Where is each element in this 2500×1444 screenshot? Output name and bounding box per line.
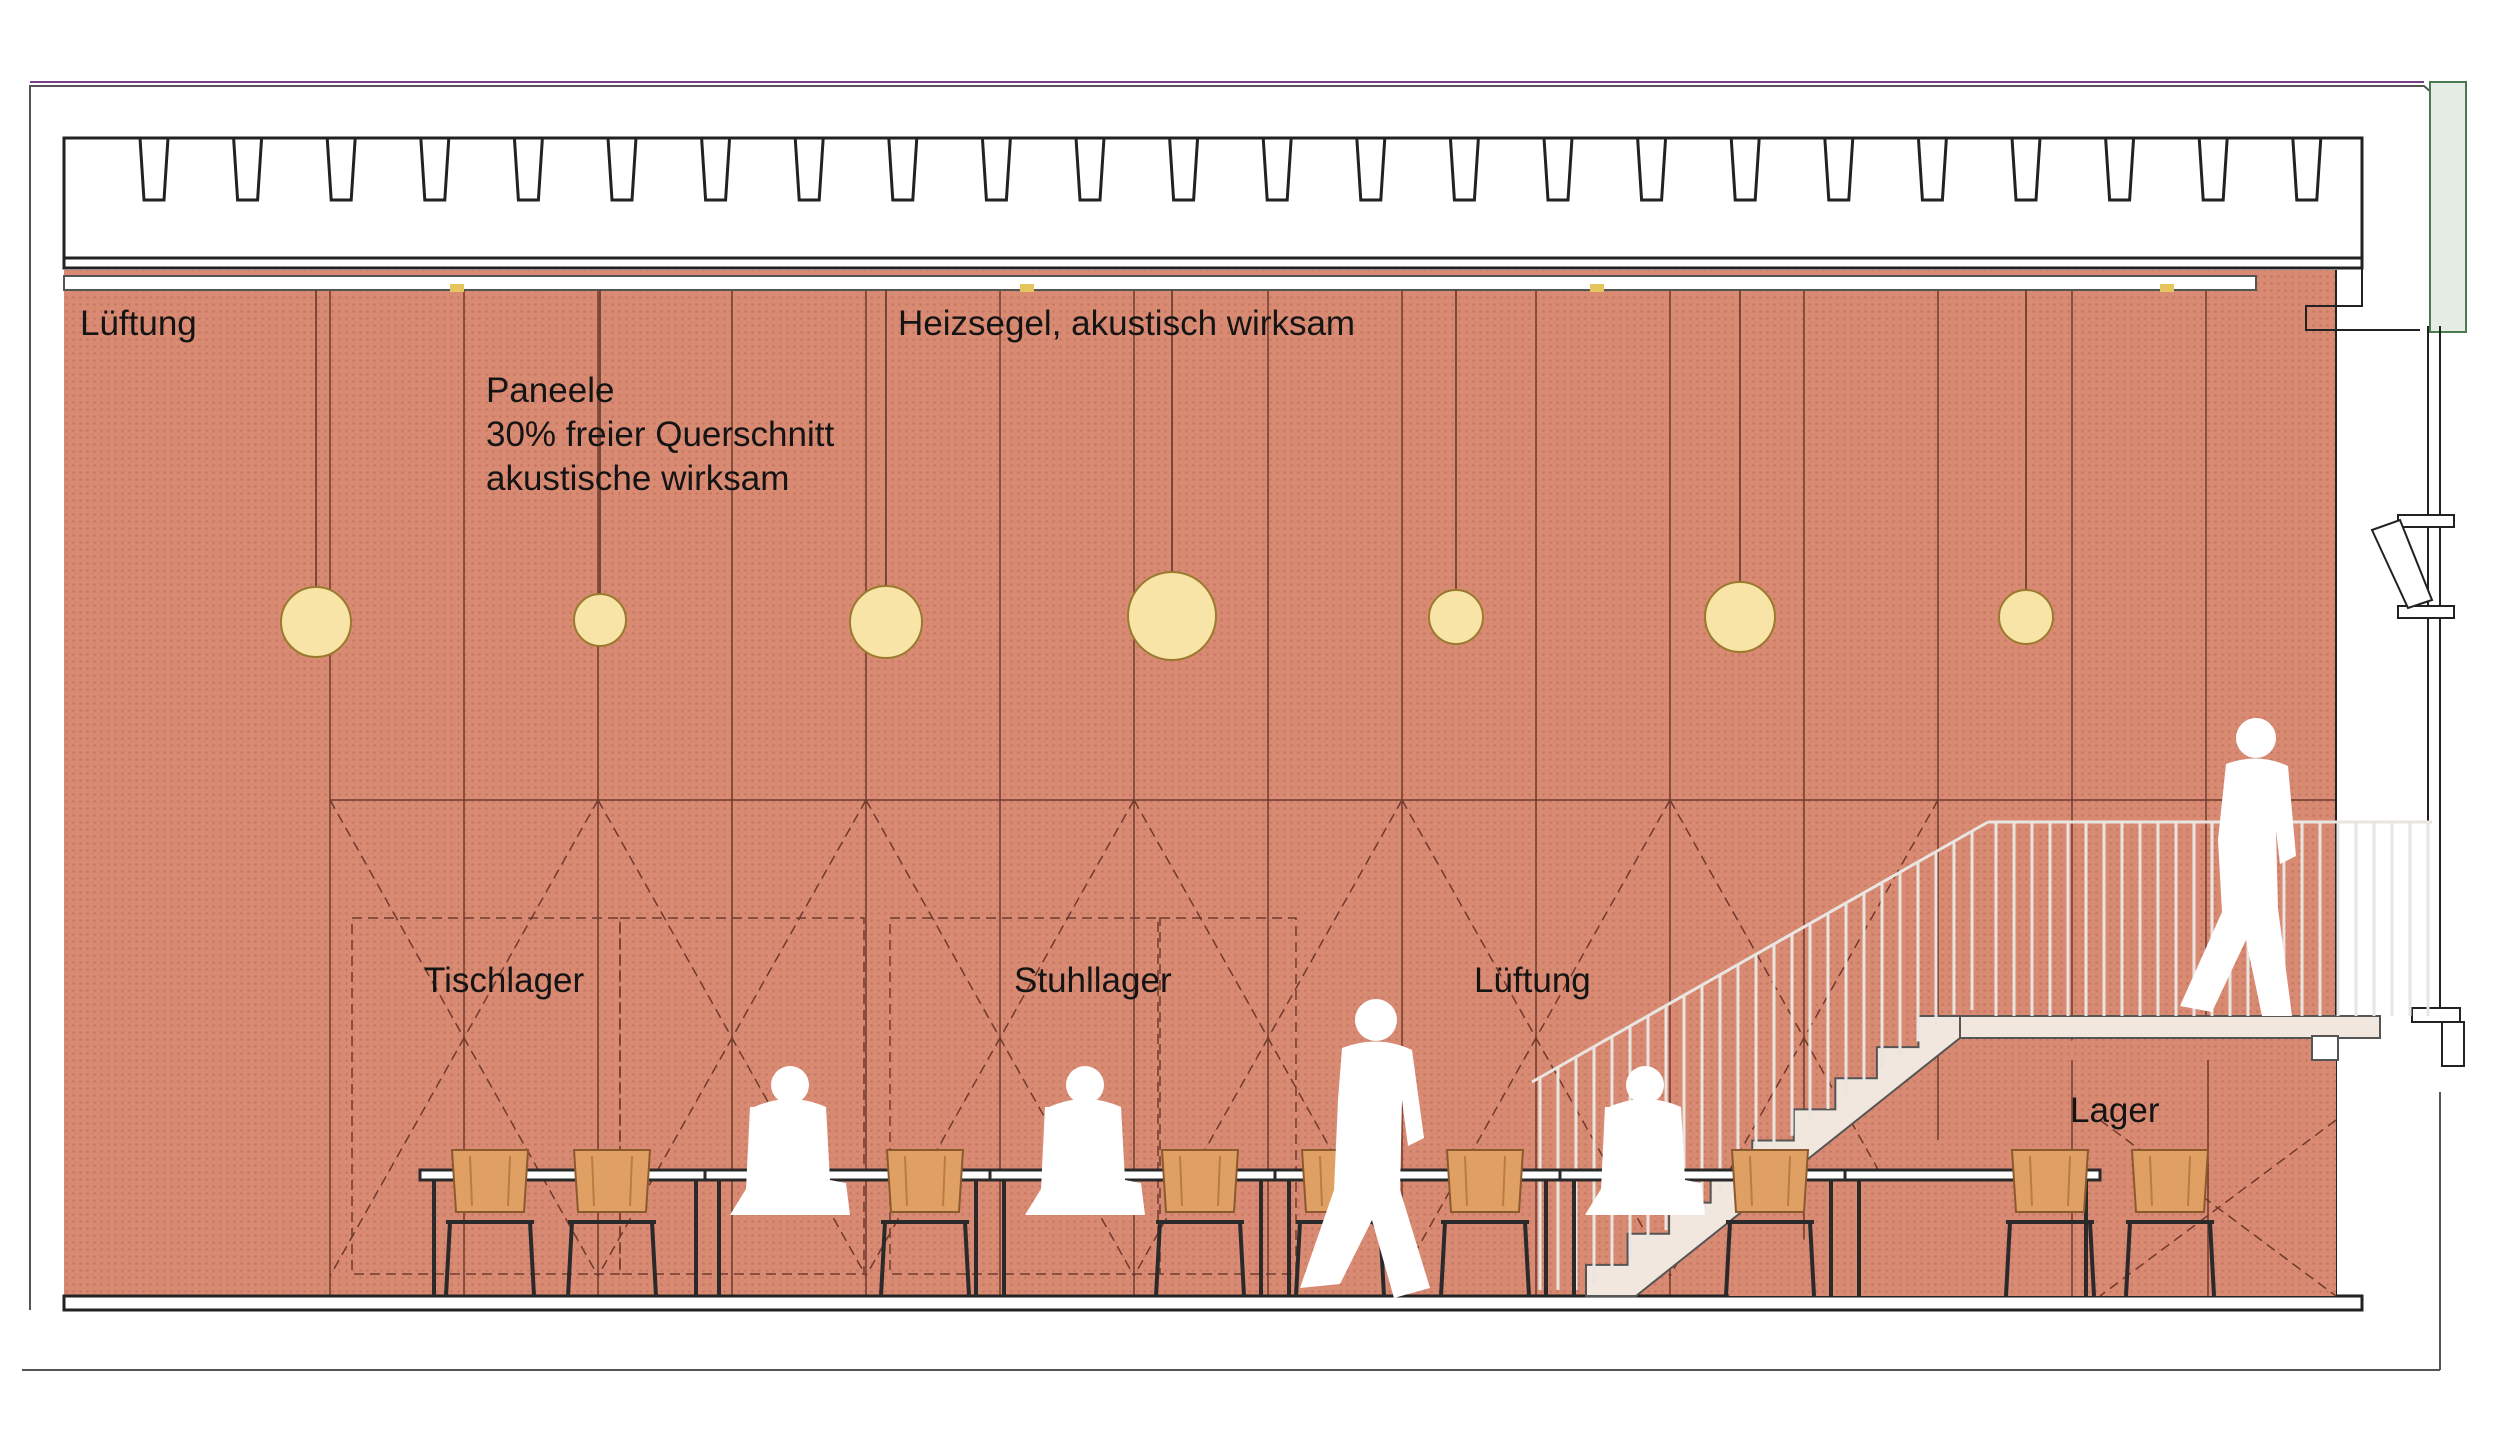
label-chair-storage: Stuhllager [1014,961,1172,1000]
storage-door-outline [889,917,1159,1275]
table-top [1843,1168,2102,1182]
person-seated-1 [730,1066,850,1215]
chair-icon [1439,1149,1531,1297]
label-storage: Lager [2070,1091,2160,1130]
chair-icon [2124,1149,2216,1297]
chair-icon [2004,1149,2096,1297]
chair-icon [1724,1149,1816,1297]
person-walking-gallery [2180,718,2296,1016]
label-ventilation-top: Lüftung [80,304,197,343]
annotations: Lüftung Heizsegel, akustisch wirksam Pan… [80,304,2160,1130]
door-swing-line [1401,799,1671,1277]
pendant-lamp-icon [573,593,627,647]
storage-door-outline [351,917,621,1275]
people [730,718,2296,1298]
label-heating-sail: Heizsegel, akustisch wirksam [898,304,1355,343]
pendant-lamp-icon [280,586,352,658]
folding-tables [418,1168,2102,1296]
storage-door-outline [1159,917,1297,1275]
chair-icon [566,1149,658,1297]
chair-icon [879,1149,971,1297]
chair-icon [1154,1149,1246,1297]
floor-slab [62,1294,2364,1312]
pendant-lamp-icon [849,585,923,659]
facade-wall [2305,81,2467,1310]
railing-handrail [1531,820,1989,1084]
ceiling-ribs [66,136,2360,202]
pendant-lamp-icon [1428,589,1484,645]
label-panels-line3: akustische wirksam [486,459,789,498]
person-seated-2 [1025,1066,1145,1215]
pendant-lamp-icon [1704,581,1776,653]
label-ventilation-mid: Lüftung [1474,961,1591,1000]
label-panels-line1: Paneele [486,371,614,410]
chair-icon [444,1149,536,1297]
gallery-slab [1959,1015,2381,1039]
storage-door-outline [619,917,865,1275]
ceiling-slab [62,136,2364,270]
label-table-storage: Tischlager [424,961,584,1000]
pendant-lamp-icon [1127,571,1217,661]
person-walking-floor [1300,999,1430,1298]
door-swing-line [329,799,599,1277]
heating-sail [63,275,2257,292]
pendant-lamps [280,290,2054,661]
pendant-lamp-icon [1998,589,2054,645]
person-seated-3 [1585,1066,1705,1215]
label-panels-line2: 30% freier Querschnitt [486,415,834,454]
